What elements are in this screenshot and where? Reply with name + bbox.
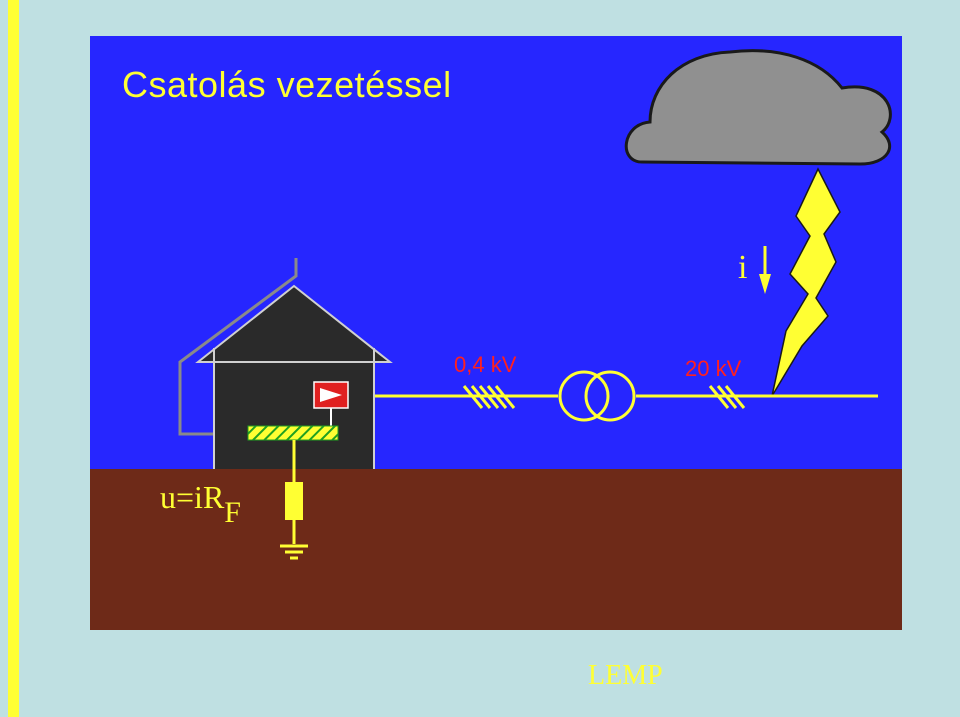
bonding-bar: [247, 425, 339, 441]
formula-main: u=iR: [160, 479, 225, 515]
current-arrow-icon: [759, 246, 771, 294]
ground-symbol-icon: [280, 544, 308, 560]
low-voltage-label: 0,4 kV: [454, 352, 517, 377]
left-accent-bar: [8, 0, 19, 717]
footer-label: LEMP: [588, 660, 663, 691]
slide-title: Csatolás vezetéssel: [122, 64, 452, 105]
cloud-icon: [624, 49, 892, 166]
transformer-icon: [558, 370, 636, 422]
lightning-bolt-icon: [771, 167, 841, 397]
low-voltage-conductor-marks: [462, 385, 516, 409]
formula-subscript: F: [224, 496, 241, 529]
surge-arrester-icon: [313, 381, 349, 426]
slide: Csatolás vezetéssel i: [90, 36, 902, 630]
earth-resistor-icon: [285, 440, 303, 544]
formula-label: u=iRF: [160, 479, 241, 529]
high-voltage-label: 20 kV: [685, 356, 742, 381]
high-voltage-conductor-marks: [708, 385, 746, 409]
current-label: i: [738, 249, 747, 286]
ground-background: [90, 469, 902, 630]
diagram-canvas: i 0,4 kV 20 kV: [160, 49, 892, 560]
lightning-rod: [178, 258, 298, 436]
